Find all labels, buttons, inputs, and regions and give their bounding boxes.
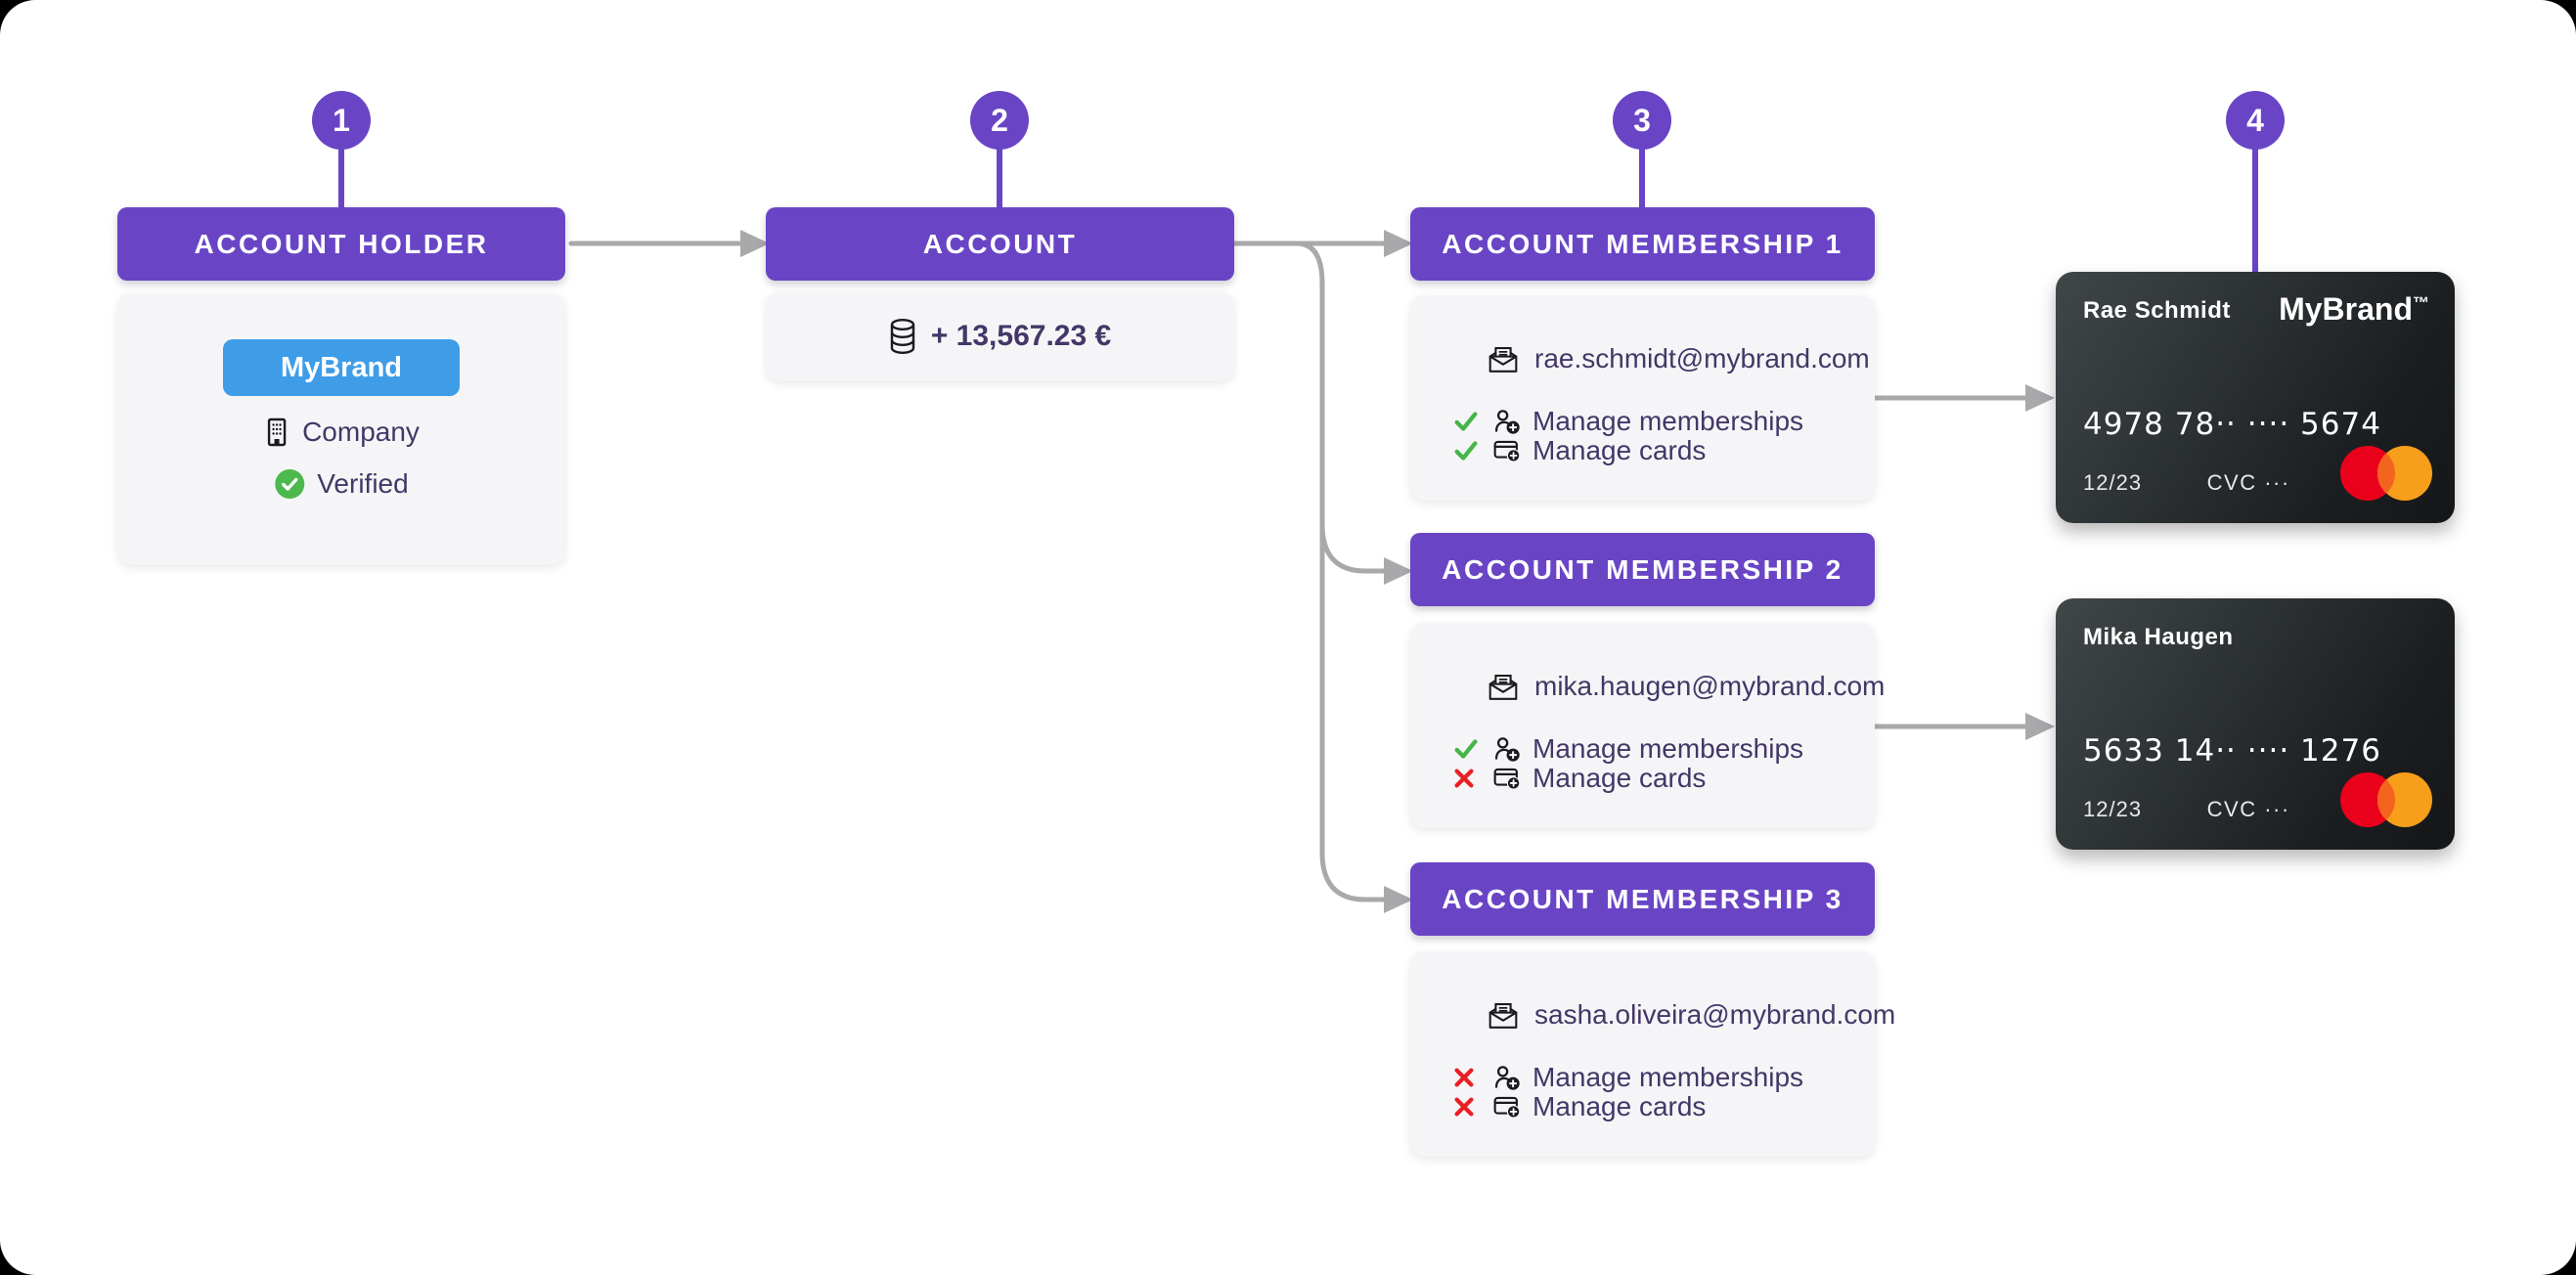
check-icon xyxy=(1452,437,1482,464)
account-holder-panel: MyBrand Company Verified xyxy=(117,293,565,565)
step-badge-4: 4 xyxy=(2226,91,2285,150)
permission-label: Manage memberships xyxy=(1532,733,1804,764)
account-balance-panel: + 13,567.23 € xyxy=(766,291,1234,381)
cross-icon xyxy=(1452,1095,1482,1119)
membership-3-permission-memberships: Manage memberships xyxy=(1452,1062,1804,1092)
membership-1-permission-memberships: Manage memberships xyxy=(1452,406,1804,436)
verified-check-icon xyxy=(274,468,305,500)
membership-1-header: ACCOUNT MEMBERSHIP 1 xyxy=(1410,207,1875,281)
card-number: 5633 14·· ···· 1276 xyxy=(2083,733,2381,769)
card-add-icon xyxy=(1493,1093,1521,1121)
email-open-envelope-icon xyxy=(1485,669,1522,704)
membership-2-header: ACCOUNT MEMBERSHIP 2 xyxy=(1410,533,1875,606)
account-balance-value: + 13,567.23 € xyxy=(930,320,1112,352)
cross-icon xyxy=(1452,1066,1482,1089)
permission-label: Manage memberships xyxy=(1532,1062,1804,1092)
membership-1-permission-cards: Manage cards xyxy=(1452,435,1803,465)
membership-3-permission-cards: Manage cards xyxy=(1452,1091,1803,1121)
holder-status-label: Verified xyxy=(317,468,409,499)
card-cvc: CVC ··· xyxy=(2206,797,2290,821)
brand-badge: MyBrand xyxy=(223,339,460,396)
person-add-icon xyxy=(1493,735,1521,763)
account-header: ACCOUNT xyxy=(766,207,1234,281)
holder-type-label: Company xyxy=(302,417,420,447)
mastercard-icon xyxy=(2339,770,2433,834)
membership-1-panel: rae.schmidt@mybrand.com Manage membershi… xyxy=(1410,295,1875,501)
person-add-icon xyxy=(1493,408,1521,435)
card-holder-name: Mika Haugen xyxy=(2083,624,2234,650)
account-holder-header: ACCOUNT HOLDER xyxy=(117,207,565,281)
membership-2-permission-memberships: Manage memberships xyxy=(1452,733,1804,764)
membership-2-permission-cards: Manage cards xyxy=(1452,763,1803,793)
membership-1-email: rae.schmidt@mybrand.com xyxy=(1534,343,1870,374)
card-expiry: 12/23 xyxy=(2083,797,2143,821)
step-badge-2: 2 xyxy=(970,91,1029,150)
connector-account-to-membership-3 xyxy=(1294,241,1413,914)
card-holder-name: Rae Schmidt xyxy=(2083,297,2231,324)
permission-label: Manage cards xyxy=(1532,435,1707,465)
payment-card-2: Mika Haugen 5633 14·· ···· 1276 12/23 CV… xyxy=(2056,598,2455,850)
mastercard-icon xyxy=(2339,444,2433,507)
permission-label: Manage cards xyxy=(1532,763,1707,793)
membership-2-email: mika.haugen@mybrand.com xyxy=(1534,671,1886,701)
card-add-icon xyxy=(1493,765,1521,792)
card-cvc: CVC ··· xyxy=(2206,470,2290,495)
payment-card-1: Rae Schmidt MyBrand™ 4978 78·· ···· 5674… xyxy=(2056,272,2455,523)
step-badge-3: 3 xyxy=(1613,91,1671,150)
company-building-icon xyxy=(263,417,290,448)
permission-label: Manage memberships xyxy=(1532,406,1804,436)
card-expiry: 12/23 xyxy=(2083,470,2143,495)
membership-3-panel: sasha.oliveira@mybrand.com Manage member… xyxy=(1410,951,1895,1157)
email-open-envelope-icon xyxy=(1485,341,1522,376)
email-open-envelope-icon xyxy=(1485,997,1522,1033)
check-icon xyxy=(1452,408,1482,435)
membership-2-panel: mika.haugen@mybrand.com Manage membershi… xyxy=(1410,623,1885,828)
membership-3-header: ACCOUNT MEMBERSHIP 3 xyxy=(1410,862,1875,936)
card-add-icon xyxy=(1493,437,1521,464)
coins-stack-icon xyxy=(889,318,916,355)
person-add-icon xyxy=(1493,1064,1521,1091)
connector-account-to-membership-2 xyxy=(1319,521,1413,586)
permission-label: Manage cards xyxy=(1532,1091,1707,1121)
cross-icon xyxy=(1452,767,1482,790)
check-icon xyxy=(1452,735,1482,763)
step-badge-1: 1 xyxy=(312,91,371,150)
card-number: 4978 78·· ···· 5674 xyxy=(2083,407,2381,442)
card-brand-logo: MyBrand™ xyxy=(2279,291,2429,327)
membership-3-email: sasha.oliveira@mybrand.com xyxy=(1534,999,1896,1030)
